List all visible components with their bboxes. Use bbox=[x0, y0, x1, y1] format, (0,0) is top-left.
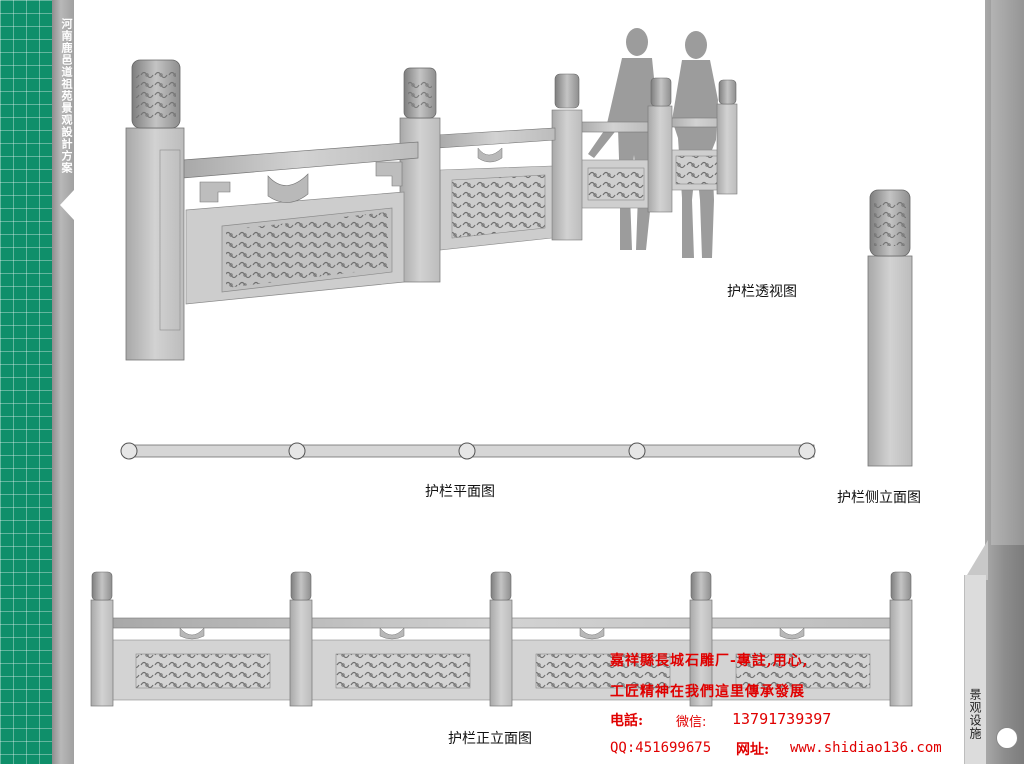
middle-railing-section bbox=[399, 67, 556, 283]
left-gray-bar bbox=[52, 0, 74, 764]
caption-perspective-view: 护栏透视图 bbox=[727, 284, 797, 300]
green-grid-strip bbox=[0, 0, 52, 764]
watermark-wechat-number: 13791739397 bbox=[732, 710, 832, 728]
watermark-site-url: www.shidiao136.com bbox=[790, 740, 942, 756]
watermark-qq: QQ:451699675 bbox=[610, 740, 712, 756]
front-elevation-drawing bbox=[90, 571, 913, 707]
near-railing-section bbox=[125, 59, 419, 361]
caption-side-elevation: 护栏侧立面图 bbox=[837, 490, 921, 506]
plan-view-drawing bbox=[120, 442, 816, 460]
section-label: 景观设施 bbox=[968, 688, 982, 740]
watermark-phone-label: 电話: bbox=[610, 713, 644, 729]
watermark-site-label: 网址: bbox=[736, 742, 770, 758]
watermark-line-2: 工匠精神在我們這里傳承發展 bbox=[610, 684, 805, 700]
side-elevation-post bbox=[867, 189, 913, 467]
right-bar-upper bbox=[991, 0, 1024, 545]
vertical-project-title: 河南鹿邑道祖苑景观設計方案 bbox=[60, 18, 73, 174]
caption-front-elevation: 护栏正立面图 bbox=[448, 731, 532, 747]
page-marker-circle bbox=[996, 727, 1018, 749]
caption-plan-view: 护栏平面图 bbox=[425, 484, 495, 500]
watermark-wechat-label: 微信: bbox=[676, 715, 707, 730]
watermark-line-1: 嘉祥縣長城石雕厂-專註,用心, bbox=[610, 653, 809, 669]
right-section-panel bbox=[964, 575, 986, 764]
far-railing-section bbox=[551, 73, 738, 241]
